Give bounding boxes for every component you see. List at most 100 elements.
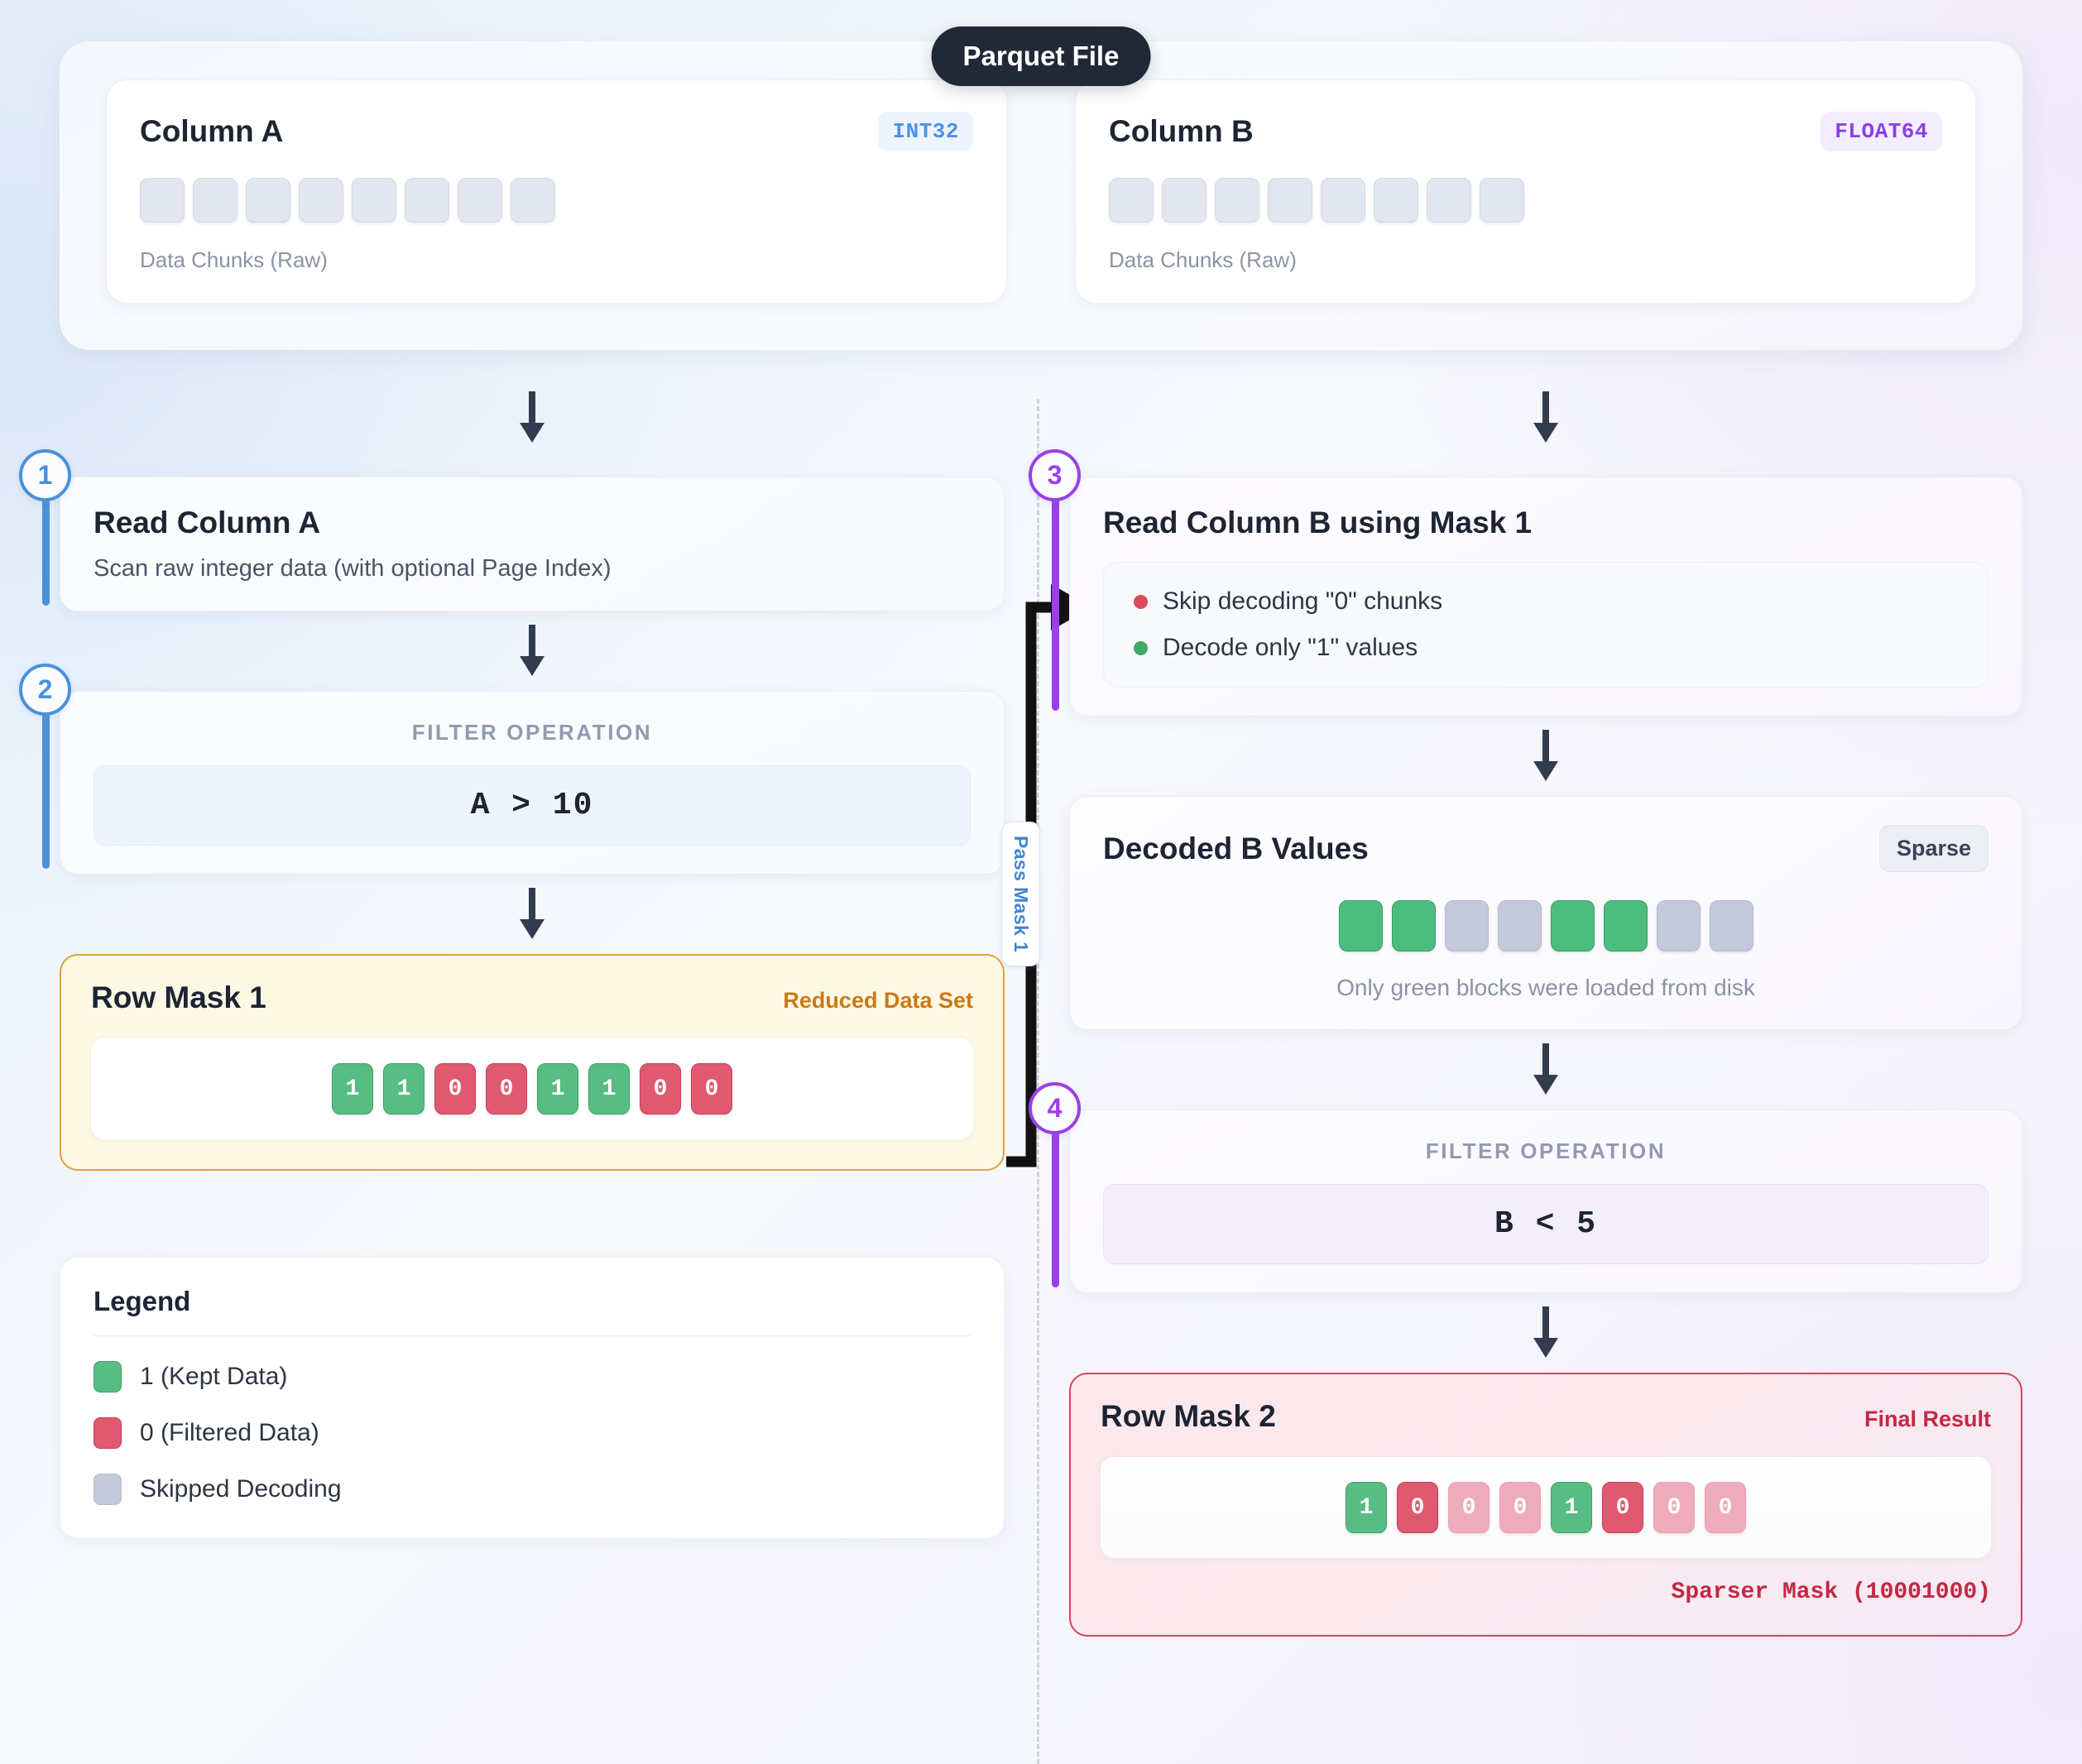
- step-3-bullets: Skip decoding "0" chunks Decode only "1"…: [1103, 562, 1988, 688]
- column-b-header: Column B FLOAT64: [1109, 112, 1942, 151]
- column-divider: [1037, 399, 1039, 1764]
- step-2-filter-a[interactable]: 2 FILTER OPERATION A > 10: [19, 664, 1005, 875]
- column-a-card: Column A INT32 Data Chunks (Raw): [106, 79, 1007, 304]
- mask-bit: 1: [1551, 1482, 1592, 1533]
- legend-item-kept: 1 (Kept Data): [94, 1361, 971, 1393]
- column-b-type-badge: FLOAT64: [1821, 112, 1942, 151]
- mask-bit: 0: [1448, 1482, 1490, 1533]
- step-4-accent-bar: [1052, 1115, 1059, 1287]
- step-1-accent-bar: [42, 482, 50, 606]
- bullet-dot-red-icon: [1134, 594, 1148, 609]
- parquet-file-title: Parquet File: [931, 26, 1151, 86]
- arrow-down-icon: [1069, 1030, 2022, 1110]
- step-2-number-badge: 2: [19, 664, 71, 716]
- column-a-type-badge: INT32: [878, 112, 973, 151]
- step-2-accent-bar: [42, 697, 50, 869]
- bullet-skip-decoding: Skip decoding "0" chunks: [1134, 587, 1958, 616]
- row-mask-2-card: Row Mask 2 Final Result 1 0 0 0 1 0 0 0 …: [1069, 1373, 2022, 1637]
- mask-bit: 0: [1705, 1482, 1746, 1533]
- legend-label: Skipped Decoding: [140, 1475, 342, 1503]
- decoded-block: [1603, 900, 1648, 952]
- data-chunk: [458, 178, 502, 223]
- arrow-down-icon: [1069, 1293, 2022, 1373]
- bullet-text: Skip decoding "0" chunks: [1163, 587, 1443, 615]
- data-chunk: [1321, 178, 1365, 223]
- row-mask-2-bits: 1 0 0 0 1 0 0 0: [1101, 1457, 1991, 1558]
- mask-bit: 1: [332, 1063, 373, 1114]
- step-3-accent-bar: [1052, 482, 1059, 711]
- step-1-read-column-a[interactable]: 1 Read Column A Scan raw integer data (w…: [19, 449, 1005, 611]
- decoded-header: Decoded B Values Sparse: [1103, 825, 1988, 872]
- decoded-block: [1444, 900, 1489, 952]
- arrow-down-icon: [60, 875, 1005, 954]
- step-1-title: Read Column A: [94, 506, 321, 539]
- mask-bit: 1: [537, 1063, 578, 1114]
- data-chunk: [1427, 178, 1471, 223]
- decoded-block: [1709, 900, 1753, 952]
- data-chunk: [246, 178, 290, 223]
- data-chunk: [1109, 178, 1154, 223]
- bullet-dot-green-icon: [1134, 640, 1148, 655]
- step-3-title: Read Column B using Mask 1: [1103, 506, 1533, 539]
- pass-mask-1-text: Pass Mask 1: [1010, 836, 1032, 953]
- step-2-filter-label: FILTER OPERATION: [411, 720, 653, 745]
- data-chunk: [1480, 178, 1524, 223]
- decoded-b-values-card: Decoded B Values Sparse Only green block…: [1069, 796, 2022, 1030]
- row-mask-1-tag: Reduced Data Set: [783, 988, 973, 1013]
- step-4-filter-b[interactable]: 4 FILTER OPERATION B < 5: [1029, 1082, 2022, 1293]
- column-a-name: Column A: [140, 114, 284, 148]
- mask-bit: 0: [1499, 1482, 1541, 1533]
- decoded-title: Decoded B Values: [1103, 831, 1369, 865]
- sparse-badge: Sparse: [1878, 825, 1988, 872]
- mask-bit: 0: [1397, 1482, 1438, 1533]
- mask-bit: 0: [1602, 1482, 1643, 1533]
- row-mask-1-title: Row Mask 1: [91, 980, 266, 1014]
- data-chunk: [140, 178, 185, 223]
- mask-bit: 0: [486, 1063, 527, 1114]
- column-b-name: Column B: [1109, 114, 1254, 148]
- arrow-down-icon: [1069, 717, 2022, 796]
- column-a-chunks-caption: Data Chunks (Raw): [140, 247, 328, 272]
- step-3-number-badge: 3: [1029, 449, 1081, 501]
- bullet-decode-only: Decode only "1" values: [1134, 634, 1958, 662]
- column-b-chunks-caption: Data Chunks (Raw): [1109, 247, 1297, 272]
- decoded-caption: Only green blocks were loaded from disk: [1336, 975, 1755, 1000]
- step-1-number-badge: 1: [19, 449, 71, 501]
- legend-swatch-green: [94, 1361, 122, 1393]
- row-mask-2-header: Row Mask 2 Final Result: [1101, 1399, 1991, 1434]
- parquet-file-container: Column A INT32 Data Chunks (Raw): [60, 41, 2022, 350]
- row-mask-2-footer: Sparser Mask (10001000): [1671, 1579, 1991, 1605]
- decoded-block: [1656, 900, 1701, 952]
- data-chunk: [1374, 178, 1418, 223]
- data-chunk: [1215, 178, 1259, 223]
- decoded-block: [1550, 900, 1595, 952]
- mask-bit: 0: [1653, 1482, 1695, 1533]
- mask-bit: 1: [1346, 1482, 1387, 1533]
- column-a-header: Column A INT32: [140, 112, 973, 151]
- step-4-number-badge: 4: [1029, 1082, 1081, 1134]
- data-chunk: [1268, 178, 1312, 223]
- row-mask-1-bits: 1 1 0 0 1 1 0 0: [91, 1038, 973, 1139]
- legend-card: Legend 1 (Kept Data) 0 (Filtered Data) S…: [60, 1257, 1005, 1539]
- step-2-filter-expression: A > 10: [94, 765, 971, 846]
- mask-bit: 1: [588, 1063, 630, 1114]
- step-4-filter-label: FILTER OPERATION: [1425, 1138, 1667, 1163]
- decoded-block: [1338, 900, 1383, 952]
- left-flow-column: 1 Read Column A Scan raw integer data (w…: [19, 389, 1005, 1539]
- mask-bit: 0: [691, 1063, 732, 1114]
- decoded-blocks: [1103, 900, 1988, 952]
- row-mask-2-tag: Final Result: [1864, 1407, 1991, 1431]
- column-b-chunks: [1109, 178, 1942, 223]
- legend-label: 1 (Kept Data): [140, 1363, 288, 1390]
- row-mask-2-title: Row Mask 2: [1101, 1399, 1276, 1433]
- data-chunk: [1162, 178, 1207, 223]
- row-mask-1-header: Row Mask 1 Reduced Data Set: [91, 980, 973, 1015]
- arrow-down-icon: [1069, 389, 2022, 447]
- decoded-block: [1391, 900, 1436, 952]
- data-chunk: [193, 178, 237, 223]
- data-chunk: [299, 178, 343, 223]
- arrow-down-icon: [60, 389, 1005, 447]
- legend-swatch-red: [94, 1417, 122, 1449]
- step-3-read-column-b[interactable]: 3 Read Column B using Mask 1 Skip decodi…: [1029, 449, 2022, 717]
